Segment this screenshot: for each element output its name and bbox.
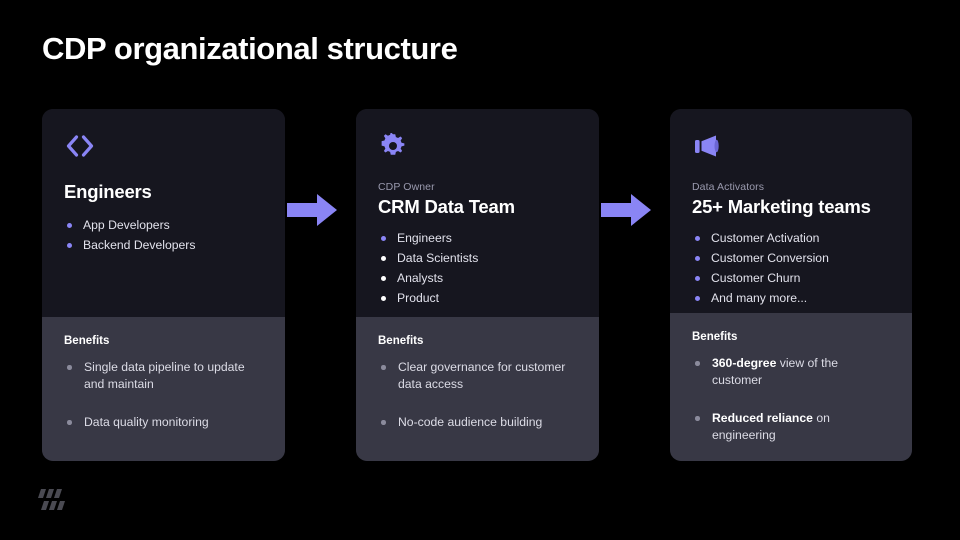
list-item: Clear governance for customer data acces… <box>378 359 577 392</box>
list-item-label: Data Scientists <box>397 251 479 265</box>
page-title: CDP organizational structure <box>42 31 458 66</box>
bullet-dot-icon <box>695 295 700 301</box>
list-item-label: Engineers <box>397 231 452 245</box>
benefit-text: No-code audience building <box>398 415 543 429</box>
arrow-right-icon-1 <box>285 190 341 230</box>
benefit-bold-lead: Reduced reliance <box>712 411 813 425</box>
list-item: Single data pipeline to update and maint… <box>64 359 263 392</box>
card-crm-eyebrow: CDP Owner <box>378 181 435 193</box>
list-item: Customer Activation <box>692 228 890 248</box>
list-item: 360-degree view of the customer <box>692 355 890 388</box>
benefits-heading: Benefits <box>64 335 110 347</box>
bullet-dot-icon <box>695 275 700 281</box>
card-marketing-benefit-list: 360-degree view of the customer Reduced … <box>692 355 890 443</box>
list-item-label: Customer Churn <box>711 271 801 285</box>
list-item: No-code audience building <box>378 414 577 431</box>
bullet-dot-icon <box>381 275 386 281</box>
list-item-label: Backend Developers <box>83 238 196 252</box>
card-crm-benefits: Benefits Clear governance for customer d… <box>356 317 599 461</box>
card-crm-benefit-list: Clear governance for customer data acces… <box>378 359 577 431</box>
list-item: Data quality monitoring <box>64 414 263 431</box>
list-item: App Developers <box>64 215 263 235</box>
card-engineers: Engineers App Developers Backend Develop… <box>42 109 285 461</box>
card-engineers-role-list: App Developers Backend Developers <box>64 215 263 255</box>
bullet-dot-icon <box>381 255 386 261</box>
card-crm-top: CDP Owner CRM Data Team Engineers Data S… <box>356 109 599 317</box>
benefit-bold-lead: 360-degree <box>712 356 777 370</box>
benefits-heading: Benefits <box>378 335 424 347</box>
list-item: Data Scientists <box>378 248 577 268</box>
bullet-dot-icon <box>381 235 386 241</box>
bullet-dot-icon <box>695 361 700 366</box>
bullet-dot-icon <box>67 242 72 248</box>
card-crm-role-list: Engineers Data Scientists Analysts Produ… <box>378 228 577 308</box>
card-marketing-benefits: Benefits 360-degree view of the customer… <box>670 313 912 461</box>
card-engineers-benefits: Benefits Single data pipeline to update … <box>42 317 285 461</box>
bullet-dot-icon <box>67 222 72 228</box>
card-marketing-role-list: Customer Activation Customer Conversion … <box>692 228 890 308</box>
bullet-dot-icon <box>67 365 72 370</box>
list-item-label: And many more... <box>711 291 808 305</box>
list-item-label: Product <box>397 291 440 305</box>
list-item: Customer Conversion <box>692 248 890 268</box>
bullet-dot-icon <box>67 420 72 425</box>
list-item: And many more... <box>692 288 890 308</box>
gear-icon <box>378 133 577 159</box>
list-item: Product <box>378 288 577 308</box>
megaphone-icon <box>692 133 890 159</box>
card-marketing-top: Data Activators 25+ Marketing teams Cust… <box>670 109 912 313</box>
list-item: Analysts <box>378 268 577 288</box>
list-item-label: Customer Conversion <box>711 251 829 265</box>
bullet-dot-icon <box>381 295 386 301</box>
bullet-dot-icon <box>695 416 700 421</box>
benefit-text: Clear governance for customer data acces… <box>398 360 566 391</box>
benefits-heading: Benefits <box>692 331 738 343</box>
list-item: Backend Developers <box>64 235 263 255</box>
bullet-dot-icon <box>695 255 700 261</box>
brand-mark-logo <box>38 487 66 513</box>
benefit-text: on engineering <box>712 411 830 442</box>
code-brackets-icon <box>64 133 263 159</box>
bullet-dot-icon <box>695 235 700 241</box>
bullet-dot-icon <box>381 365 386 370</box>
benefit-text: view of the customer <box>712 356 839 387</box>
list-item-label: App Developers <box>83 218 170 232</box>
benefit-text: Data quality monitoring <box>84 415 209 429</box>
bullet-dot-icon <box>381 420 386 425</box>
list-item-label: Analysts <box>397 271 444 285</box>
card-engineers-title: Engineers <box>64 181 152 202</box>
card-engineers-benefit-list: Single data pipeline to update and maint… <box>64 359 263 431</box>
list-item: Engineers <box>378 228 577 248</box>
card-crm-title: CRM Data Team <box>378 196 515 217</box>
card-crm-data-team: CDP Owner CRM Data Team Engineers Data S… <box>356 109 599 461</box>
card-engineers-top: Engineers App Developers Backend Develop… <box>42 109 285 317</box>
card-marketing-title: 25+ Marketing teams <box>692 196 871 217</box>
card-marketing-teams: Data Activators 25+ Marketing teams Cust… <box>670 109 912 461</box>
list-item: Reduced reliance on engineering <box>692 410 890 443</box>
benefit-text: Single data pipeline to update and maint… <box>84 360 245 391</box>
card-marketing-eyebrow: Data Activators <box>692 181 765 193</box>
list-item-label: Customer Activation <box>711 231 820 245</box>
list-item: Customer Churn <box>692 268 890 288</box>
arrow-right-icon-2 <box>599 190 655 230</box>
